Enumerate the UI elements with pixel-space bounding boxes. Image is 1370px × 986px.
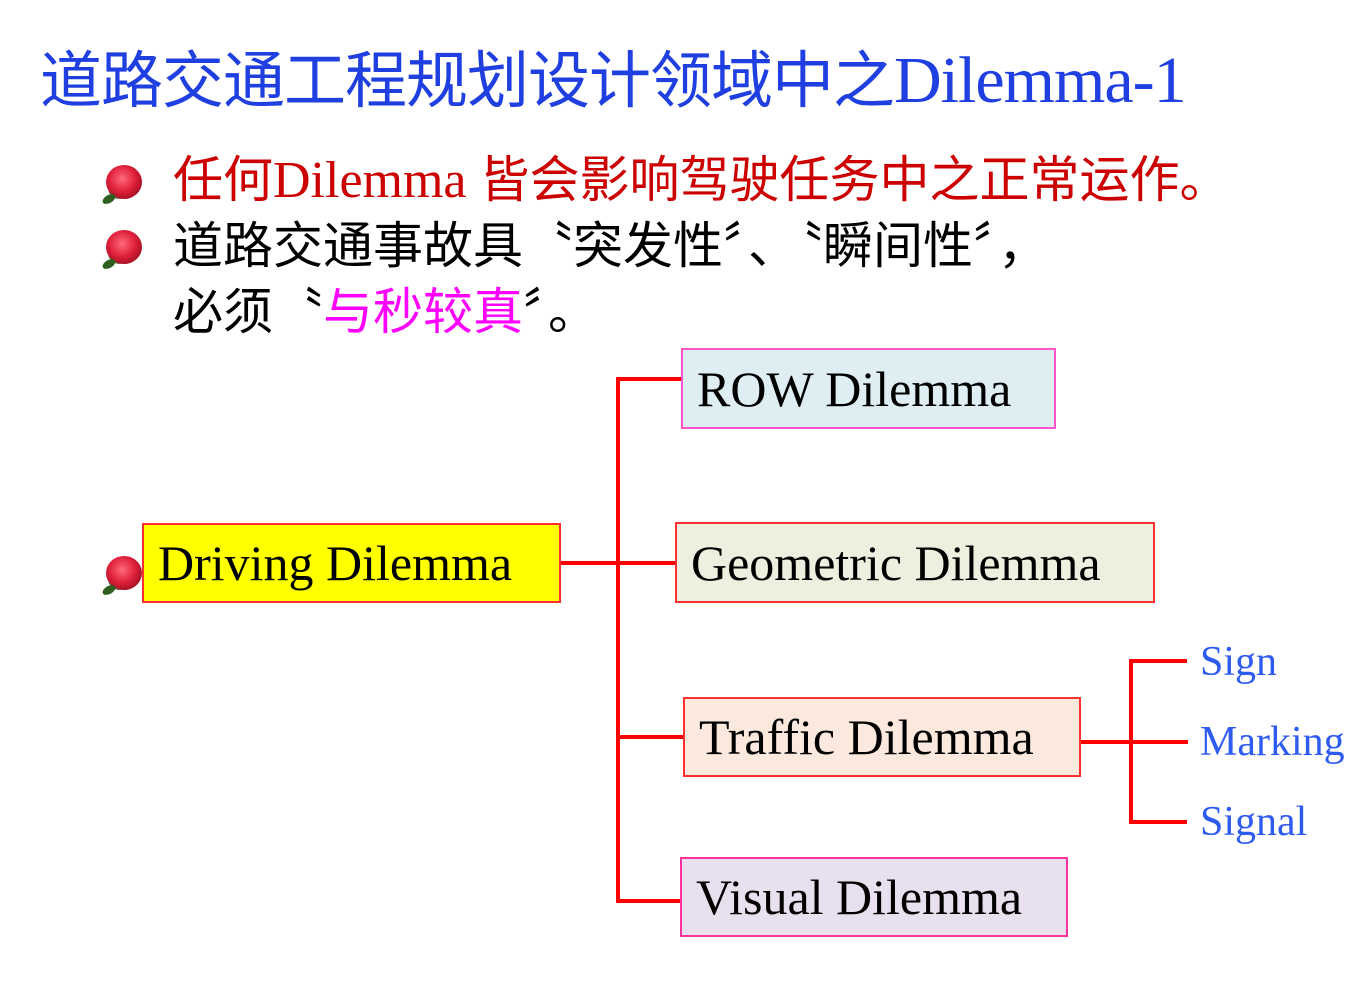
leaf-sign: Sign (1200, 639, 1278, 685)
connector-line (1129, 820, 1187, 824)
row-dilemma-box: ROW Dilemma (681, 348, 1056, 429)
connector-line (1129, 659, 1187, 663)
bullet-2-line1: 道路交通事故具〝突发性〞、〝瞬间性〞， (173, 217, 1048, 275)
geometric-dilemma-box: Geometric Dilemma (675, 522, 1155, 603)
connector-line (616, 377, 682, 381)
rose-bullet-icon (106, 230, 142, 264)
driving-dilemma-box: Driving Dilemma (142, 523, 561, 603)
title-cn: 道路交通工程规划设计领域中之 (40, 44, 895, 117)
title-en: Dilemma-1 (894, 44, 1187, 117)
rose-bullet-icon (106, 556, 142, 590)
bullet-1: 任何Dilemma 皆会影响驾驶任务中之正常运作。 (173, 151, 1230, 209)
traffic-dilemma-box: Traffic Dilemma (683, 697, 1081, 777)
highlight-text: 与秒较真 (323, 283, 523, 341)
connector-line (616, 377, 620, 903)
leaf-signal: Signal (1200, 799, 1308, 845)
rose-bullet-icon (106, 165, 142, 199)
bullet-2-line2: 必须〝与秒较真〞。 (173, 283, 598, 341)
connector-line (1129, 659, 1133, 824)
slide-title: 道路交通工程规划设计领域中之Dilemma-1 (40, 30, 1187, 120)
connector-line (1080, 740, 1188, 744)
connector-line (616, 899, 682, 903)
leaf-marking: Marking (1200, 719, 1345, 765)
connector-line (616, 735, 684, 739)
visual-dilemma-box: Visual Dilemma (680, 857, 1068, 937)
